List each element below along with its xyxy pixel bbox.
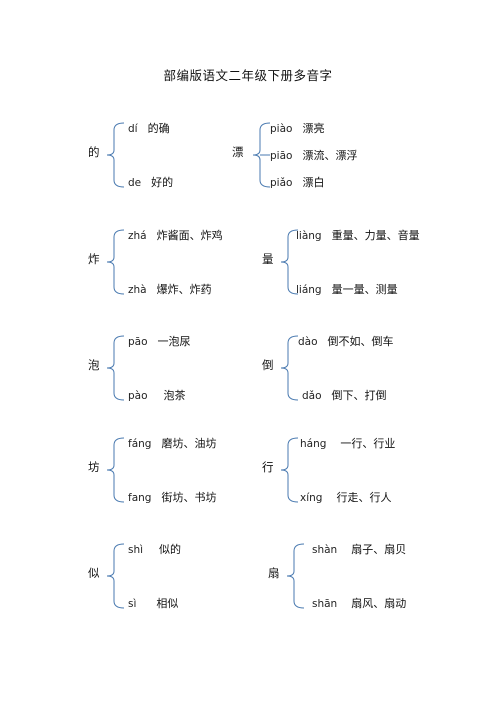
- reading-row: shì 似的: [128, 538, 181, 557]
- pinyin: liáng: [296, 284, 322, 296]
- pinyin: liàng: [296, 230, 322, 242]
- brace-icon: [280, 229, 299, 295]
- reading-row: zhà 爆炸、炸药: [128, 278, 212, 297]
- polyphone-group-xing: 行 háng 一行、行业 xíng 行走、行人: [262, 430, 442, 510]
- example-words: 街坊、书坊: [161, 491, 217, 504]
- pinyin: fáng: [128, 438, 152, 450]
- polyphone-group-de: 的 dí 的确 de 好的: [88, 115, 268, 195]
- pinyin: shàn: [312, 544, 338, 556]
- polyphone-group-dao: 倒 dào 倒不如、倒车 dǎo 倒下、打倒: [262, 328, 442, 408]
- pinyin: shì: [128, 544, 144, 556]
- example-words: 倒不如、倒车: [327, 335, 394, 348]
- character: 行: [262, 460, 274, 474]
- reading-row: sì 相似: [128, 592, 178, 611]
- reading-row: piǎo 漂白: [270, 171, 324, 190]
- example-words: 炸酱面、炸鸡: [156, 229, 223, 242]
- brace-icon: [106, 229, 125, 295]
- polyphone-group-liang: 量 liàng 重量、力量、音量 liáng 量一量、测量: [262, 222, 442, 302]
- reading-row: fáng 磨坊、油坊: [128, 432, 216, 451]
- pinyin: piǎo: [270, 177, 293, 189]
- example-words: 扇风、扇动: [351, 597, 407, 610]
- pinyin: dǎo: [302, 390, 322, 402]
- reading-row: zhá 炸酱面、炸鸡: [128, 224, 223, 243]
- example-words: 扇子、扇贝: [351, 543, 407, 556]
- polyphone-group-shan: 扇 shàn 扇子、扇贝 shān 扇风、扇动: [268, 536, 448, 616]
- example-words: 量一量、测量: [331, 283, 398, 296]
- example-words: 重量、力量、音量: [331, 229, 420, 242]
- brace-icon: [286, 543, 305, 609]
- polyphone-group-si: 似 shì 似的 sì 相似: [88, 536, 268, 616]
- pinyin: háng: [300, 438, 327, 450]
- example-words: 磨坊、油坊: [161, 437, 217, 450]
- pinyin: piāo: [270, 150, 293, 162]
- character: 量: [262, 252, 274, 266]
- character: 坊: [88, 460, 100, 474]
- pinyin: pào: [128, 390, 148, 402]
- example-words: 一行、行业: [340, 437, 396, 450]
- pinyin: dí: [128, 123, 138, 135]
- character: 似: [88, 566, 100, 580]
- reading-row: piāo 漂流、漂浮: [270, 144, 357, 163]
- example-words: 的确: [147, 122, 170, 135]
- brace-icon: [106, 437, 125, 503]
- character: 炸: [88, 252, 100, 266]
- reading-row: shān 扇风、扇动: [312, 592, 406, 611]
- pinyin: fang: [128, 492, 152, 504]
- reading-row: xíng 行走、行人: [300, 486, 391, 505]
- reading-row: dào 倒不如、倒车: [298, 330, 394, 349]
- example-words: 漂流、漂浮: [302, 149, 358, 162]
- reading-row: liáng 量一量、测量: [296, 278, 398, 297]
- page-title: 部编版语文二年级下册多音字: [163, 68, 333, 83]
- pinyin: zhà: [128, 284, 147, 296]
- character: 倒: [262, 358, 274, 372]
- polyphone-group-fang: 坊 fáng 磨坊、油坊 fang 街坊、书坊: [88, 430, 268, 510]
- reading-row: piào 漂亮: [270, 117, 324, 136]
- pinyin: de: [128, 177, 142, 189]
- brace-icon: [106, 335, 125, 401]
- reading-row: pào 泡茶: [128, 384, 186, 403]
- pinyin: xíng: [300, 492, 323, 504]
- character: 漂: [232, 145, 244, 159]
- example-words: 一泡尿: [157, 335, 191, 348]
- polyphone-group-pao: 泡 pāo 一泡尿 pào 泡茶: [88, 328, 268, 408]
- pinyin: dào: [298, 336, 318, 348]
- brace-icon: [280, 335, 299, 401]
- reading-row: fang 街坊、书坊: [128, 486, 216, 505]
- example-words: 好的: [151, 176, 174, 189]
- brace-icon: [106, 543, 125, 609]
- reading-row: de 好的: [128, 171, 173, 190]
- example-words: 泡茶: [163, 389, 186, 402]
- pinyin: pāo: [128, 336, 148, 348]
- reading-row: dǎo 倒下、打倒: [302, 384, 387, 403]
- pinyin: shān: [312, 598, 338, 610]
- polyphone-group-zha: 炸 zhá 炸酱面、炸鸡 zhà 爆炸、炸药: [88, 222, 268, 302]
- reading-row: pāo 一泡尿: [128, 330, 191, 349]
- example-words: 相似: [156, 597, 179, 610]
- reading-row: dí 的确: [128, 117, 170, 136]
- pinyin: piào: [270, 123, 293, 135]
- example-words: 漂白: [302, 176, 325, 189]
- reading-row: liàng 重量、力量、音量: [296, 224, 420, 243]
- reading-row: háng 一行、行业: [300, 432, 395, 451]
- brace-icon: [280, 437, 299, 503]
- reading-row: shàn 扇子、扇贝: [312, 538, 406, 557]
- character: 扇: [268, 566, 280, 580]
- pinyin: sì: [128, 598, 137, 610]
- example-words: 似的: [159, 543, 182, 556]
- example-words: 漂亮: [302, 122, 325, 135]
- brace-icon: [252, 122, 271, 188]
- character: 的: [88, 145, 100, 159]
- character: 泡: [88, 358, 100, 372]
- brace-icon: [106, 122, 125, 188]
- example-words: 爆炸、炸药: [156, 283, 212, 296]
- example-words: 行走、行人: [336, 491, 392, 504]
- example-words: 倒下、打倒: [331, 389, 387, 402]
- polyphone-group-piao: 漂 piào 漂亮 piāo 漂流、漂浮 piǎo 漂白: [232, 115, 438, 195]
- pinyin: zhá: [128, 230, 147, 242]
